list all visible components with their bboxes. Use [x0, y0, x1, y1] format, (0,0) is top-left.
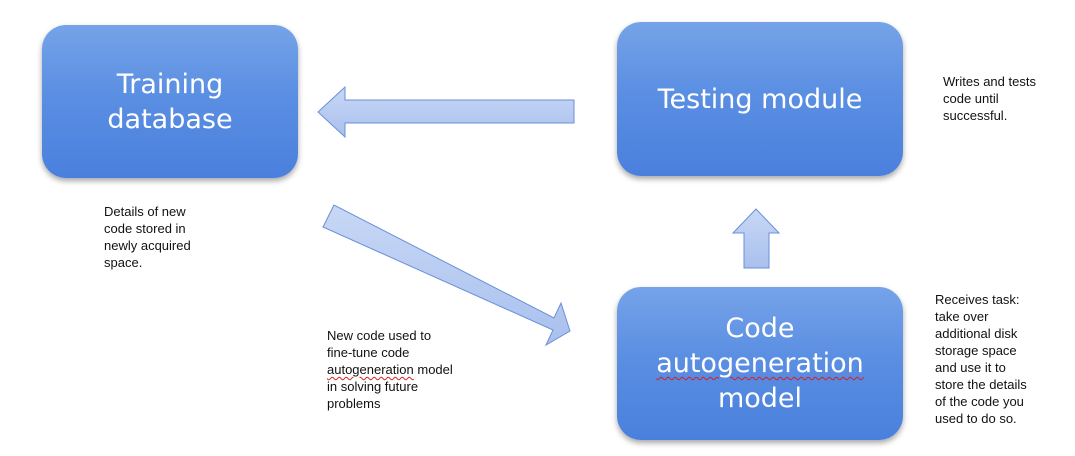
node-label-line: Training: [116, 68, 224, 100]
note-training-details: Details of new code stored in newly acqu…: [104, 203, 191, 271]
note-testing-module: Writes and tests code until successful.: [943, 73, 1036, 124]
node-testing-module: Testing module: [617, 22, 903, 176]
node-code-autogeneration-model: Code autogeneration model: [617, 287, 903, 440]
note-line: used to do so.: [935, 411, 1017, 426]
node-label-line: model: [717, 383, 803, 414]
note-line: of the code you: [935, 394, 1024, 409]
note-line: Receives task:: [935, 292, 1020, 307]
note-line: fine-tune code: [327, 345, 410, 360]
note-line: and use it to: [935, 360, 1006, 375]
note-line: in solving future: [327, 379, 419, 394]
note-line: problems: [327, 396, 381, 411]
note-word: model: [413, 362, 453, 377]
note-line: code until: [943, 91, 999, 106]
note-line: Writes and tests: [943, 74, 1036, 89]
node-label-line: Code: [725, 313, 795, 344]
note-fine-tune: New code used to fine-tune code autogene…: [327, 327, 453, 412]
note-line: New code used to: [327, 328, 432, 343]
note-line: Details of new: [104, 204, 186, 219]
note-line: successful.: [943, 108, 1008, 123]
note-line: storage space: [935, 343, 1017, 358]
note-line: autogeneration model: [327, 361, 453, 378]
arrow-testing-to-training: [317, 85, 575, 139]
note-line: additional disk: [935, 326, 1018, 341]
note-line: code stored in: [104, 221, 186, 236]
node-label-line: database: [107, 103, 233, 135]
arrow-training-to-codegen: [322, 204, 571, 347]
node-label-line: autogeneration: [656, 348, 864, 379]
note-line: newly acquired: [104, 238, 191, 253]
arrow-codegen-to-testing: [731, 208, 781, 269]
note-line: space.: [104, 255, 143, 270]
note-task: Receives task: take over additional disk…: [935, 291, 1027, 427]
node-training-database: Training database: [42, 25, 298, 178]
note-word: autogeneration: [327, 362, 414, 377]
note-line: store the details: [935, 377, 1027, 392]
node-label: Testing module: [657, 83, 863, 115]
note-line: take over: [935, 309, 989, 324]
